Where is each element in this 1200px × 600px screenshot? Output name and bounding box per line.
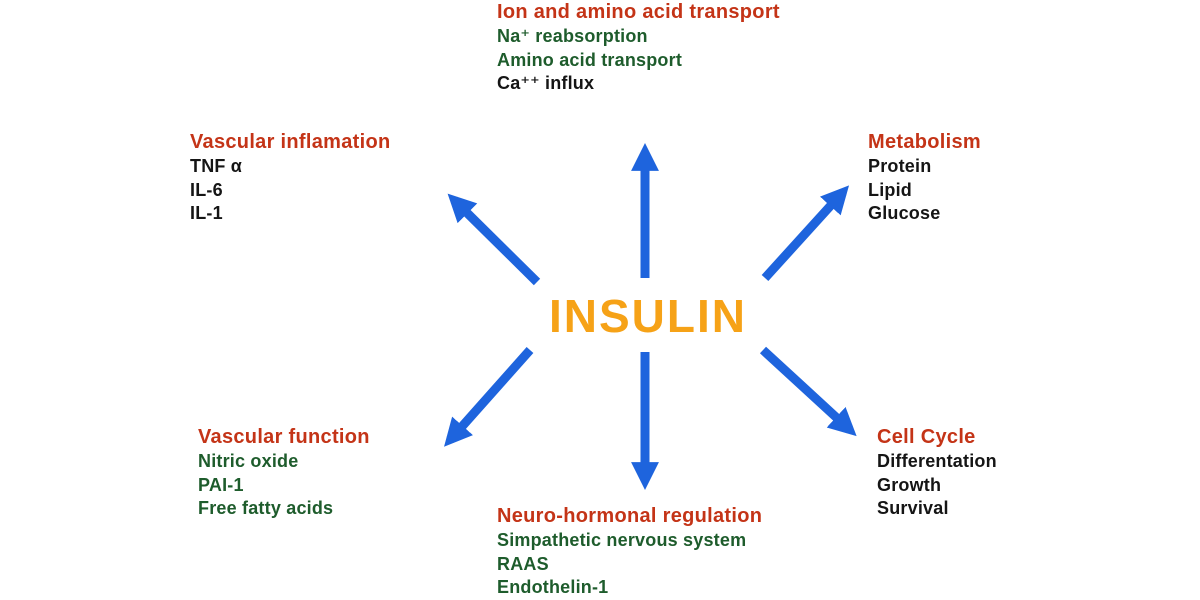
- arrow-down-left-icon: [444, 347, 534, 447]
- branch-title: Metabolism: [868, 131, 982, 153]
- branch-item: IL-1: [190, 203, 223, 223]
- branch-item: Simpathetic nervous system: [497, 530, 747, 550]
- branch-title: Vascular inflamation: [190, 131, 391, 153]
- branch-item: Na⁺ reabsorption: [497, 26, 648, 46]
- branch-neuro-hormonal-regulation: Neuro-hormonal regulation Simpathetic ne…: [497, 506, 762, 600]
- branch-item: Endothelin-1: [497, 577, 609, 597]
- branch-title: Vascular function: [198, 426, 370, 448]
- branch-item: Lipid: [868, 179, 912, 200]
- branch-item: Protein: [868, 156, 932, 176]
- arrow-up-left-icon: [447, 193, 541, 286]
- branch-ion-amino-acid-transport: Ion and amino acid transport Na⁺ reabsor…: [497, 2, 780, 96]
- branch-item: Free fatty acids: [198, 498, 334, 518]
- branch-item: PAI-1: [198, 474, 244, 495]
- branch-item: RAAS: [497, 553, 549, 574]
- branch-item: Glucose: [868, 203, 941, 223]
- branch-item: TNF α: [190, 156, 243, 176]
- branch-item: Growth: [877, 474, 942, 495]
- branch-item: Survival: [877, 498, 949, 518]
- branch-item: Differentation: [877, 451, 997, 471]
- arrow-down-right-icon: [759, 346, 857, 437]
- branch-title: Ion and amino acid transport: [497, 1, 780, 23]
- branch-vascular-function: Vascular function Nitric oxide PAI-1 Fre…: [198, 427, 370, 521]
- branch-metabolism: Metabolism Protein Lipid Glucose: [868, 132, 981, 226]
- center-label-insulin: INSULIN: [549, 290, 747, 342]
- branch-item: Nitric oxide: [198, 451, 299, 471]
- branch-vascular-inflamation: Vascular inflamation TNF α IL-6 IL-1: [190, 132, 391, 226]
- branch-item: Ca⁺⁺ influx: [497, 73, 595, 93]
- branch-title: Neuro-hormonal regulation: [497, 505, 763, 527]
- branch-item: IL-6: [190, 179, 223, 200]
- branch-item: Amino acid transport: [497, 49, 683, 70]
- branch-cell-cycle: Cell Cycle Differentation Growth Surviva…: [877, 427, 997, 521]
- branch-title: Cell Cycle: [877, 426, 976, 448]
- arrow-up-right-icon: [761, 185, 850, 282]
